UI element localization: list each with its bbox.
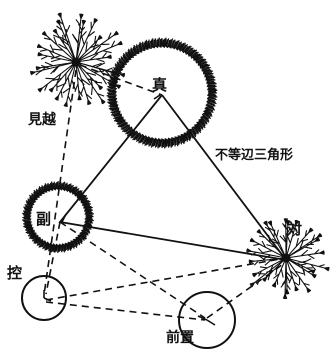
soe-foliage-circle bbox=[22, 180, 94, 254]
tree-mikoshi-trunk bbox=[71, 57, 81, 67]
unequal-triangle bbox=[58, 94, 289, 262]
fuzz-shin-spikes bbox=[106, 37, 218, 149]
label-tai: 対 bbox=[286, 220, 302, 238]
point-marks bbox=[61, 94, 161, 223]
dash-mikoshi-shin bbox=[79, 64, 163, 96]
mikoshi-tree bbox=[30, 12, 126, 107]
dash-mikoshi-hikae bbox=[43, 69, 77, 296]
label-shin: 真 bbox=[152, 76, 167, 94]
tree-tai-trunk bbox=[281, 253, 291, 263]
label-mikoshi: 見越 bbox=[27, 111, 57, 128]
label-hikae: 控 bbox=[7, 264, 22, 282]
dash-soe-hikae bbox=[45, 221, 61, 295]
shin-foliage-circle bbox=[106, 37, 218, 149]
label-maeoki: 前置 bbox=[166, 329, 194, 346]
fuzz-soe-spikes bbox=[22, 180, 94, 254]
tree-tai-branches bbox=[246, 218, 330, 300]
dash-maeoki-tai bbox=[206, 261, 287, 319]
dash-hikae-tai bbox=[45, 257, 287, 301]
hikae-circle bbox=[21, 275, 67, 321]
tai-tree bbox=[246, 218, 330, 300]
label-triangle: 不等辺三角形 bbox=[215, 147, 293, 163]
maeoki-circle bbox=[178, 291, 236, 349]
tree-mikoshi-branches bbox=[30, 12, 126, 107]
label-soe: 副 bbox=[36, 210, 51, 228]
